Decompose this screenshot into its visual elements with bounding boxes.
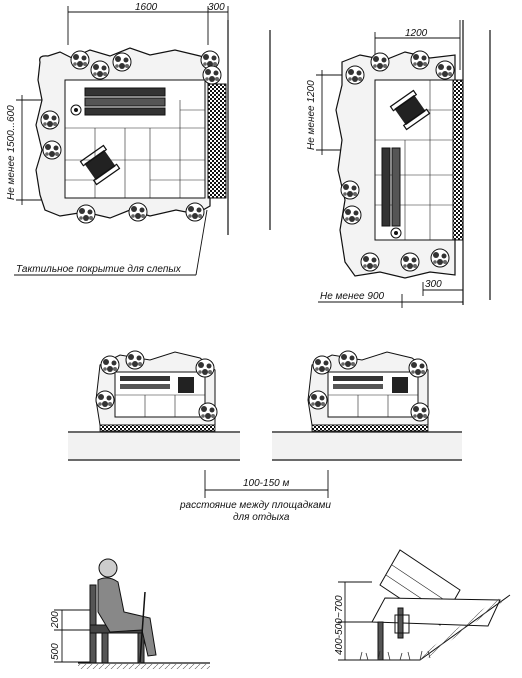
tactile-label: Тактильное покрытие для слепых (16, 264, 182, 275)
plan-b-dim-300: 300 (425, 279, 442, 290)
plan-a-dim-1600: 1600 (135, 2, 158, 13)
plan-b-dim-side: Не менее 1200 (306, 80, 317, 150)
distance-dim: 100-150 м (243, 478, 289, 489)
bench-dim-400-500: 400-500 (334, 618, 345, 655)
plan-a-dim-300: 300 (208, 2, 225, 13)
plan-a: 1600 300 Не менее 1500...600 (6, 2, 271, 276)
distance-section: 100-150 м расстояние между площадками дл… (68, 350, 462, 523)
plan-b-dim-900: Не менее 900 (320, 291, 385, 302)
distance-caption-2: для отдыха (233, 512, 290, 523)
tactile-strip (207, 83, 227, 199)
plan-b: 1200 Не менее 1200 300 (306, 20, 491, 308)
tactile-strip (452, 79, 464, 241)
plan-b-dim-1200: 1200 (405, 28, 428, 39)
seated-person-elevation: 200 500 (50, 558, 210, 669)
distance-caption-1: расстояние между площадками (179, 500, 331, 511)
seated-dim-200: 200 (50, 611, 61, 629)
seated-dim-500: 500 (50, 643, 61, 660)
plan-a-dim-side: Не менее 1500...600 (6, 105, 17, 200)
bench-dim-700: ~700 (334, 595, 345, 618)
bench-perspective: ~700 400-500 (334, 549, 511, 663)
